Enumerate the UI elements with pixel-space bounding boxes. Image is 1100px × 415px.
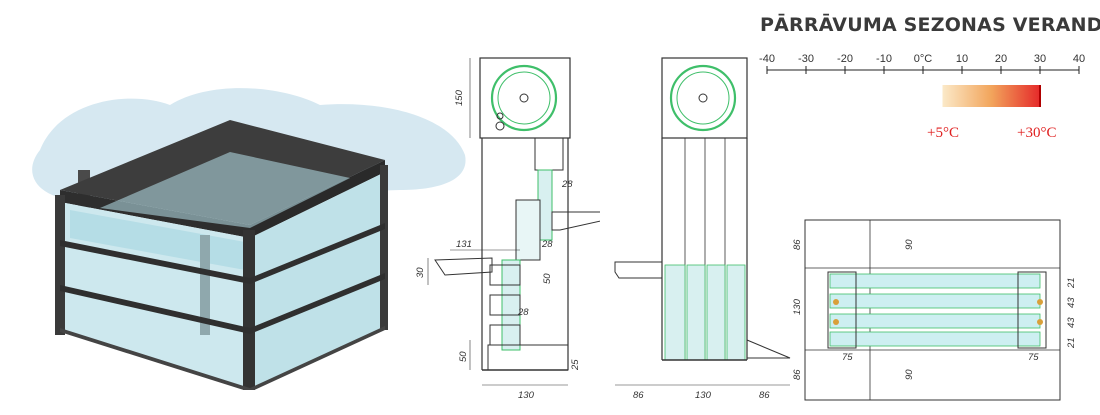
dim-130: 130 xyxy=(518,390,535,401)
section-drawing-2: 86 130 86 xyxy=(605,40,795,405)
scale-tick-label: 30 xyxy=(1034,53,1046,65)
dim-86-left: 86 xyxy=(633,390,644,401)
dim-30: 30 xyxy=(415,267,426,278)
section-2-svg: 86 130 86 xyxy=(614,57,791,401)
dim-86-top: 86 xyxy=(792,239,803,250)
scale-tick-label: -10 xyxy=(876,53,892,65)
page-title: PĀRRĀVUMA SEZONAS VERANDĀM xyxy=(760,14,1100,36)
veranda-illustration xyxy=(0,60,470,392)
dim-43-a: 43 xyxy=(1066,297,1077,308)
glass-right xyxy=(250,172,385,390)
front-post-left xyxy=(55,195,65,335)
scale-tick-label: 20 xyxy=(995,53,1007,65)
dim-28a: 28 xyxy=(561,179,573,190)
temperature-scale: -40 -30 -20 -10 0°C 10 20 30 40 +5°C +30°C xyxy=(755,52,1095,152)
front-post-right xyxy=(380,165,388,330)
dim-90-top: 90 xyxy=(904,239,915,250)
min-temp-label: +5°C xyxy=(927,125,959,141)
dim-21-top: 21 xyxy=(1066,277,1077,289)
corner-post xyxy=(243,230,255,390)
dim-131: 131 xyxy=(456,239,472,250)
dim-86-bottom: 86 xyxy=(792,369,803,380)
roller-drum xyxy=(490,64,558,132)
dim-130: 130 xyxy=(792,298,803,315)
plan-drawing: 86 90 130 75 75 86 90 21 43 43 21 xyxy=(790,210,1090,410)
dim-75-left: 75 xyxy=(842,352,853,363)
veranda-svg xyxy=(32,88,466,392)
interior-post xyxy=(200,235,210,335)
dim-21-bottom: 21 xyxy=(1066,337,1077,349)
dim-43-b: 43 xyxy=(1066,317,1077,328)
scale-tick-label: 0°C xyxy=(914,53,933,65)
dim-50a: 50 xyxy=(542,273,553,284)
dim-86-right: 86 xyxy=(759,390,770,401)
dim-50b: 50 xyxy=(458,351,469,362)
temperature-range-bar xyxy=(942,85,1040,107)
dim-25: 25 xyxy=(570,359,581,371)
scale-tick-label: -30 xyxy=(798,53,814,65)
dim-90-bottom: 90 xyxy=(904,369,915,380)
scale-tick-label: 10 xyxy=(956,53,968,65)
scale-tick-label: 40 xyxy=(1073,53,1085,65)
scale-tick-label: -40 xyxy=(759,53,775,65)
max-temp-label: +30°C xyxy=(1017,125,1056,141)
scale-svg: -40 -30 -20 -10 0°C 10 20 30 40 +5°C +30°C xyxy=(759,53,1085,141)
section-1-svg: 150 130 131 28 28 28 30 50 50 25 xyxy=(415,57,611,401)
dim-75-right: 75 xyxy=(1028,352,1039,363)
plan-svg: 86 90 130 75 75 86 90 21 43 43 21 xyxy=(792,219,1077,401)
scale-tick-label: -20 xyxy=(837,53,853,65)
dim-28b: 28 xyxy=(541,239,553,250)
section-drawing-1: 150 130 131 28 28 28 30 50 50 25 xyxy=(410,40,611,405)
dim-130: 130 xyxy=(695,390,712,401)
dim-150: 150 xyxy=(454,89,465,106)
dim-28c: 28 xyxy=(517,307,529,318)
